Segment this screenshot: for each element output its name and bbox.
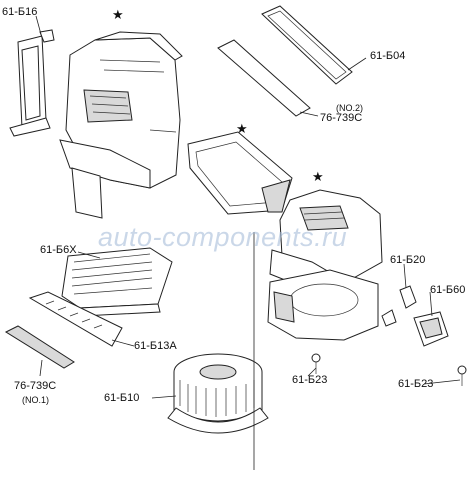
- part-label-61-b23-right: 61-Б23: [398, 378, 434, 390]
- part-label-76-739c-no2: 76-739C: [320, 112, 363, 124]
- part-label-61-b04: 61-Б04: [370, 50, 406, 62]
- seal-strip-no1: [4, 325, 75, 369]
- blower-motor: [167, 353, 269, 434]
- part-label-61-b23-left: 61-Б23: [292, 374, 328, 386]
- lower-housing: [267, 269, 379, 341]
- part-label-61-b16: 61-Б16: [2, 6, 38, 18]
- clip-right: [381, 309, 397, 327]
- star-marker-filter-frame: ★: [236, 121, 248, 136]
- watermark-text: auto-components.ru: [98, 222, 348, 252]
- filter-frame-center: [187, 131, 293, 215]
- seal-ring-top: [261, 5, 353, 85]
- part-label-61-b6x: 61-Б6X: [40, 244, 77, 256]
- seal-strip-no2: [217, 39, 311, 117]
- part-label-61-b13a: 61-Б13A: [134, 340, 177, 352]
- part-label-61-b20: 61-Б20: [390, 254, 426, 266]
- part-label-61-b10: 61-Б10: [104, 392, 140, 404]
- part-note-no2: (NO.2): [336, 103, 363, 113]
- upper-housing-right: [269, 189, 383, 287]
- star-marker-right-housing: ★: [312, 169, 324, 184]
- part-label-76-739c-no1: 76-739C: [14, 380, 57, 392]
- screw-right: [457, 365, 467, 386]
- part-label-61-b60: 61-Б60: [430, 284, 466, 296]
- part-note-no1: (NO.1): [22, 395, 49, 405]
- seal-strip-left: [9, 29, 55, 137]
- leader-lines: [35, 15, 461, 470]
- upper-housing-left: [59, 31, 183, 219]
- cabin-filter: [61, 247, 173, 317]
- star-marker-upper-housing: ★: [112, 7, 124, 22]
- resistor-connector: [399, 285, 449, 347]
- louver-frame: [28, 291, 123, 347]
